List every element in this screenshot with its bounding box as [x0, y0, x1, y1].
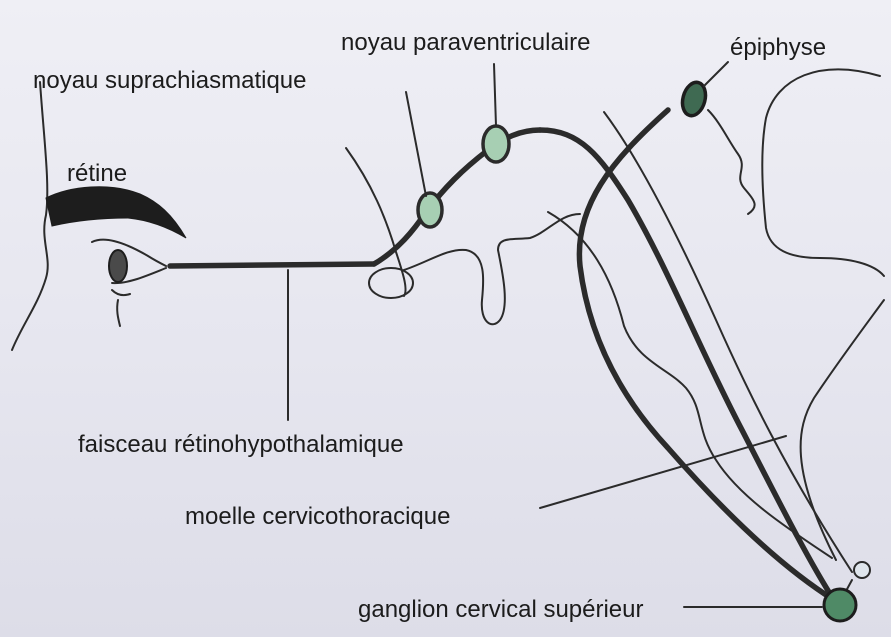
eye-iris: [109, 250, 127, 282]
brain-contour: [762, 69, 884, 276]
small-ganglion: [854, 562, 870, 578]
spinal-cord-outline: [604, 112, 852, 572]
label-faisceau-retinohypothalamique: faisceau rétinohypothalamique: [78, 431, 404, 458]
eyebrow-shape: [46, 187, 186, 238]
superior-cervical-ganglion: [824, 589, 856, 621]
eye-lash: [112, 290, 130, 295]
face-profile-outline: [12, 82, 48, 350]
hypothalamus-curve: [346, 148, 406, 296]
label-epiphyse: épiphyse: [730, 34, 826, 61]
paraventricular-nucleus: [483, 126, 509, 162]
label-ganglion-cervical-superieur: ganglion cervical supérieur: [358, 596, 644, 623]
retinohypothalamic-tract: [170, 264, 374, 266]
label-noyau-suprachiasmatique: noyau suprachiasmatique: [33, 67, 307, 94]
leader-epiphyse: [704, 62, 728, 86]
epiphyse-stalk: [708, 110, 755, 214]
label-noyau-paraventriculaire: noyau paraventriculaire: [341, 29, 590, 56]
pituitary-outline: [404, 214, 580, 324]
spinal-cord-outline-right: [801, 300, 884, 560]
label-moelle-cervicothoracique: moelle cervicothoracique: [185, 503, 450, 530]
cheek-line: [117, 300, 120, 326]
suprachiasmatic-nucleus: [418, 193, 442, 227]
eye-upper-lid: [92, 240, 166, 266]
optic-chiasm: [369, 268, 413, 298]
pathway-scn-to-pvn: [374, 130, 540, 264]
leader-paraventriculaire: [494, 64, 496, 126]
label-retine: rétine: [67, 160, 127, 187]
leader-suprachiasmatique: [406, 92, 426, 196]
